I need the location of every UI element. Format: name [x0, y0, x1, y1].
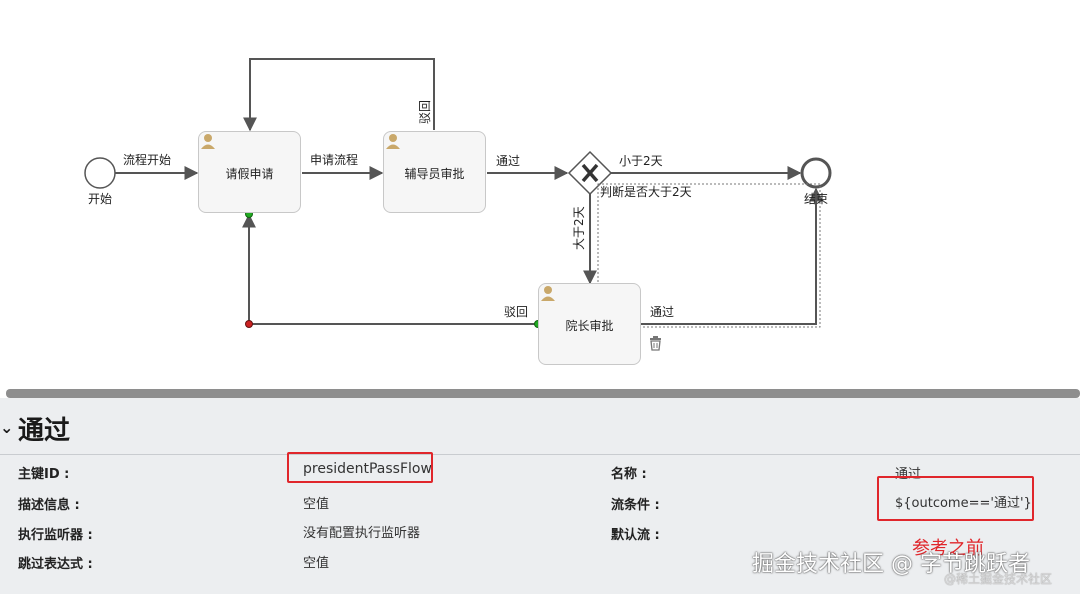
bend-point[interactable] — [245, 320, 253, 328]
start-label: 开始 — [88, 192, 113, 206]
flow-label-more: 大于2天 — [572, 206, 586, 250]
task-label: 请假申请 — [225, 167, 274, 181]
watermark-sub: @稀土掘金技术社区 — [944, 572, 1053, 586]
panel-splitter[interactable] — [6, 389, 1080, 398]
gateway-label: 判断是否大于2天 — [600, 185, 692, 199]
default-label: 默认流 : — [611, 528, 660, 543]
flow-label-start: 流程开始 — [123, 153, 172, 167]
condition-value[interactable]: ${outcome=='通过'} — [895, 496, 1032, 511]
desc-label: 描述信息 : — [18, 498, 80, 513]
listener-label: 执行监听器 : — [18, 528, 93, 543]
listener-value[interactable]: 没有配置执行监听器 — [303, 526, 421, 541]
selection-box — [597, 183, 821, 328]
watermark: 掘金技术社区 @ 字节跳跃者 — [752, 552, 1030, 577]
divider — [0, 454, 1080, 455]
flow-president-pass[interactable] — [640, 187, 823, 325]
task-label: 辅导员审批 — [404, 167, 465, 181]
flow-label-apply: 申请流程 — [310, 153, 359, 167]
name-label: 名称 : — [611, 467, 647, 482]
flow-label-pass: 通过 — [496, 154, 521, 168]
flow-reject-president[interactable] — [242, 213, 538, 325]
flow-label-president-pass: 通过 — [650, 305, 675, 319]
annotation-text: 参考之前 — [912, 538, 984, 559]
properties-panel: ⌄ 通过 主键ID : presidentPassFlow 描述信息 : 空值 … — [0, 398, 1080, 594]
task-counselor[interactable]: 辅导员审批 — [383, 131, 486, 213]
desc-value[interactable]: 空值 — [303, 497, 330, 512]
condition-label: 流条件 : — [611, 498, 660, 513]
user-icon — [201, 134, 215, 149]
skip-value[interactable]: 空值 — [303, 556, 330, 571]
flow-label-reject-counselor: 驳回 — [418, 99, 432, 124]
panel-title: 通过 — [18, 416, 71, 446]
flow-reject-counselor[interactable] — [243, 58, 435, 132]
highlight-box-condition — [877, 476, 1034, 521]
skip-label: 跳过表达式 : — [18, 557, 93, 572]
task-apply[interactable]: 请假申请 — [198, 131, 301, 213]
user-icon — [386, 134, 400, 149]
end-label: 结束 — [804, 192, 829, 206]
trash-icon[interactable] — [650, 336, 661, 351]
collapse-chevron-icon[interactable]: ⌄ — [0, 418, 14, 437]
end-event[interactable] — [800, 157, 832, 189]
id-label: 主键ID : — [18, 467, 70, 482]
process-canvas[interactable]: 请假申请 辅导员审批 院长审批 开始 结束 流程开始 申请流程 通过 小于2天 … — [0, 0, 1080, 390]
exclusive-gateway[interactable] — [567, 150, 613, 196]
name-value[interactable]: 通过 — [895, 467, 922, 482]
id-value[interactable]: presidentPassFlow — [303, 461, 432, 477]
user-icon — [541, 286, 555, 301]
start-event[interactable] — [84, 157, 116, 189]
task-label: 院长审批 — [565, 319, 614, 333]
flow-label-less: 小于2天 — [619, 154, 663, 168]
highlight-box-id — [287, 452, 433, 483]
flow-diagram-svg — [84, 58, 832, 351]
task-president[interactable]: 院长审批 — [538, 283, 641, 365]
flow-label-reject-president: 驳回 — [504, 305, 529, 319]
